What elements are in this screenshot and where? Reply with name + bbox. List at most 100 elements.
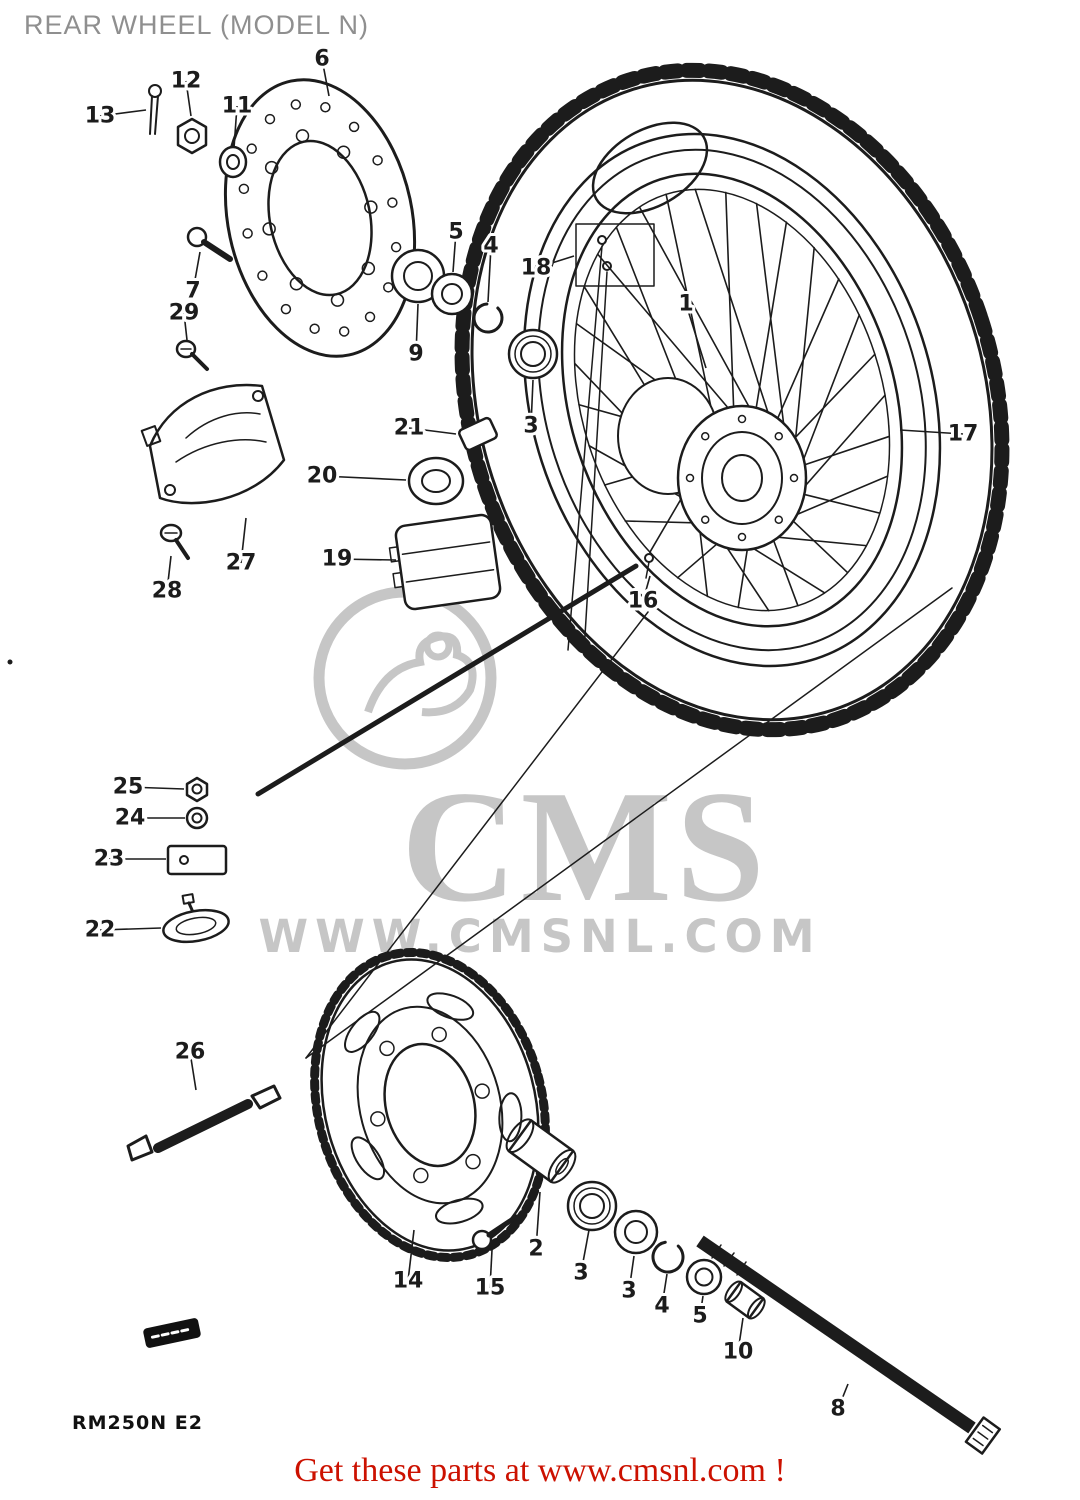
washer [218, 145, 248, 179]
callout-leader [240, 517, 247, 564]
callout-leader [899, 429, 964, 435]
nipple-bracket [575, 223, 655, 287]
callout-leader [580, 1229, 590, 1274]
screw [175, 339, 209, 371]
axle-spacer [724, 1280, 766, 1320]
projection-lines [255, 563, 953, 1059]
callout-leader [321, 475, 407, 481]
part-number-12: 12 [171, 69, 202, 94]
part-number-23: 23 [94, 847, 125, 872]
part-number-5: 5 [692, 1304, 707, 1329]
watermark-logo-text: CMS [401, 757, 769, 935]
part-number-8: 8 [830, 1397, 845, 1422]
part-number-13: 13 [85, 104, 116, 129]
callout-leader [535, 255, 575, 269]
callout-leader [183, 312, 188, 341]
spoke-nipple-icon [644, 553, 654, 563]
part-number-19: 19 [322, 547, 353, 572]
circlip [651, 1240, 685, 1274]
callout-leader [685, 303, 707, 369]
guard-screw [159, 523, 190, 560]
callout-leader [321, 58, 330, 97]
callout-leader [642, 575, 651, 602]
part-number-16: 16 [628, 589, 659, 614]
spoke-wrench [126, 1084, 282, 1162]
part-number-21: 21 [394, 416, 425, 441]
callout-leader [407, 1229, 415, 1282]
callout-leader [530, 379, 534, 427]
callout-leader [699, 1295, 704, 1317]
part-number-24: 24 [115, 806, 146, 831]
adjuster-washer [185, 806, 209, 830]
page-dot [7, 659, 13, 665]
part-number-29: 29 [169, 301, 200, 326]
callout-leader [487, 245, 492, 303]
sprocket-holes [344, 992, 523, 1225]
chain-adjuster-block [388, 513, 502, 611]
part-number-3: 3 [573, 1261, 588, 1286]
brake-disc-holes [238, 99, 402, 337]
part-number-28: 28 [152, 579, 183, 604]
adjuster-nut [185, 776, 209, 803]
callout-leader [535, 1191, 541, 1250]
callout-leader [127, 786, 185, 790]
bearing [430, 272, 474, 316]
part-number-11: 11 [222, 94, 253, 119]
callout-leader [189, 1051, 197, 1091]
part-number-22: 22 [85, 918, 116, 943]
hub-bolt-holes [685, 414, 799, 542]
model-code: RM250N E2 [72, 1412, 203, 1434]
bearing [566, 1180, 618, 1232]
part-number-4: 4 [654, 1294, 669, 1319]
watermark: CMS WWW.CMSNL.COM [258, 586, 821, 963]
circlip [472, 302, 504, 334]
callout-leader [192, 251, 201, 292]
part-number-9: 9 [408, 342, 423, 367]
callout-leader [415, 303, 419, 355]
brake-disc [223, 78, 417, 358]
sprocket-bolt [471, 1214, 519, 1251]
part-number-7: 7 [185, 279, 200, 304]
callout-leader [185, 80, 192, 117]
bearing [613, 1209, 659, 1255]
maker-stamp [143, 1318, 201, 1348]
footer-link[interactable]: Get these parts at www.cmsnl.com ! [294, 1452, 786, 1489]
part-number-10: 10 [723, 1340, 754, 1365]
callout-leader [336, 558, 397, 561]
callout-leader [837, 1383, 849, 1410]
watermark-circle-logo [313, 586, 497, 770]
adjuster-cup [407, 456, 465, 506]
callout-leader [489, 1249, 493, 1289]
callout-leader [628, 1255, 635, 1292]
callout-leader [99, 109, 147, 117]
part-number-2: 2 [528, 1237, 543, 1262]
spoke-and-nipple-set [567, 223, 655, 653]
rim-lock-plate [162, 893, 230, 944]
disc-bolt [186, 226, 233, 262]
watermark-rider-glyph [364, 632, 477, 717]
part-number-20: 20 [307, 464, 338, 489]
callout-leader [166, 555, 172, 592]
callout-leader [661, 1273, 668, 1307]
cotter-pin [148, 84, 162, 135]
page-title: REAR WHEEL (MODEL N) [24, 10, 370, 40]
adjuster-slider-block [166, 844, 228, 876]
callout-leader [233, 105, 238, 149]
hub-spacer-tube [505, 1118, 577, 1184]
watermark-url-text: WWW.CMSNL.COM [258, 910, 821, 963]
watermark-rider-head [423, 631, 453, 661]
part-number-3: 3 [523, 414, 538, 439]
part-number-3: 3 [621, 1279, 636, 1304]
part-number-15: 15 [475, 1276, 506, 1301]
axle-shaft [696, 1235, 1002, 1455]
part-number-18: 18 [521, 256, 552, 281]
bearing [685, 1258, 723, 1296]
part-number-14: 14 [393, 1269, 424, 1294]
part-number-6: 6 [314, 47, 329, 72]
bearing [507, 328, 559, 380]
part-number-25: 25 [113, 775, 144, 800]
part-callouts: 1312116729954183212019171612728252423222… [82, 44, 982, 1425]
adjuster-pin [458, 416, 498, 452]
part-number-27: 27 [226, 551, 257, 576]
